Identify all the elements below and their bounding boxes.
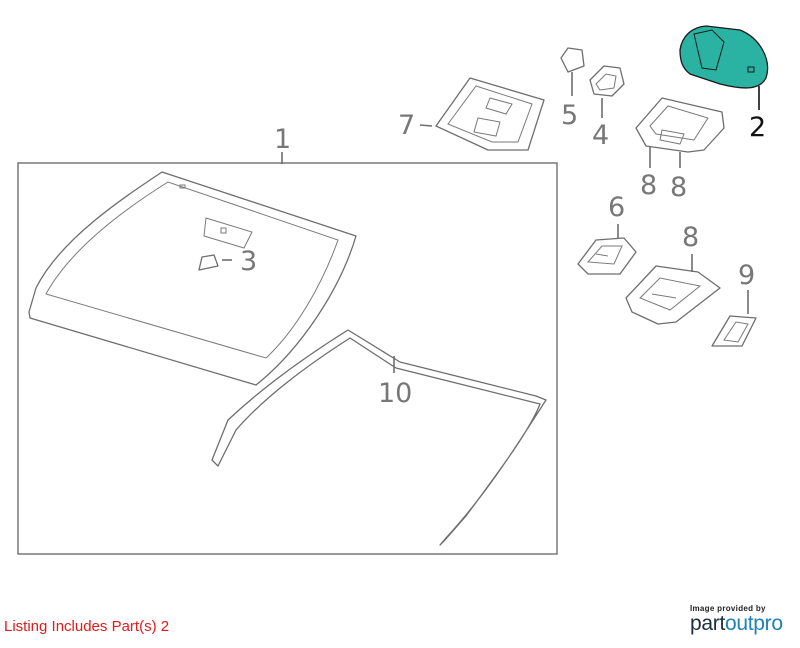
part-4-cover[interactable]	[589, 65, 625, 97]
callout-8-a: 8	[640, 170, 657, 201]
callout-8-b: 8	[670, 172, 687, 203]
partoutpro-branding: Image provided by partoutpro	[690, 604, 796, 636]
part-5-clip[interactable]	[560, 47, 585, 73]
windshield-group-box	[17, 162, 558, 555]
image-provided-by-label: Image provided by	[690, 604, 766, 613]
callout-9: 9	[738, 260, 755, 291]
callout-2: 2	[749, 112, 766, 143]
part-10-molding[interactable]	[211, 329, 547, 546]
part-8-cover-lower[interactable]	[625, 265, 721, 325]
windshield-part[interactable]	[28, 171, 357, 386]
callout-3: 3	[240, 246, 257, 277]
callout-6: 6	[608, 192, 625, 223]
callout-8-c: 8	[682, 222, 699, 253]
part-8-cover-upper[interactable]	[635, 97, 725, 153]
brand-outpro-text: outpro	[725, 612, 783, 635]
listing-includes-text: Listing Includes Part(s) 2	[4, 618, 170, 635]
callout-10: 10	[378, 378, 412, 409]
part-6-housing[interactable]	[577, 237, 637, 275]
callout-7: 7	[398, 110, 415, 141]
part-3-sensor[interactable]	[198, 254, 219, 271]
callout-1: 1	[274, 124, 291, 155]
callout-5: 5	[561, 100, 578, 131]
part-9-lens[interactable]	[711, 315, 757, 347]
part-2-rear-view-mirror[interactable]	[679, 25, 769, 89]
callout-4: 4	[592, 120, 609, 151]
partoutpro-logo: partoutpro	[690, 612, 796, 636]
part-7-bracket[interactable]	[435, 77, 545, 151]
brand-part-text: part	[690, 612, 725, 635]
